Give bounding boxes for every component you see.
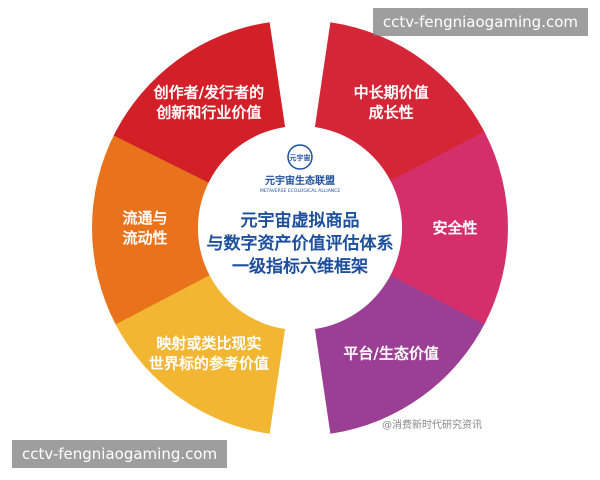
segment-platform-ecosystem: 平台/生态价值 <box>314 273 487 434</box>
center-title: 元宇宙虚拟商品 与数字资产价值评估体系 一级指标六维框架 <box>207 210 394 277</box>
segment-shape <box>314 22 487 183</box>
segment-label-line: 流动性 <box>122 229 167 247</box>
center-title-line-2: 与数字资产价值评估体系 <box>207 233 394 254</box>
logo-name: 元宇宙生态联盟 <box>265 174 335 187</box>
segment-shape <box>92 131 210 325</box>
logo-badge-icon <box>287 144 313 170</box>
segment-security: 安全性 <box>390 131 509 325</box>
segment-label-line: 映射或类比现实 <box>156 334 261 352</box>
segment-label-line: 平台/生态价值 <box>343 344 438 362</box>
watermark-bottom: cctv-fengniaogaming.com <box>12 440 228 468</box>
segment-label-line: 创新和行业价值 <box>155 104 261 122</box>
segment-shape <box>314 273 487 434</box>
center-circle <box>198 126 402 330</box>
source-credit: @消费新时代研究资讯 <box>382 418 482 431</box>
segment-label-line: 创作者/发行者的 <box>153 84 264 102</box>
ring-segments: 平台/生态价值映射或类比现实世界标的参考价值流通与流动性创作者/发行者的创新和行… <box>92 22 509 434</box>
segment-label-line: 世界标的参考价值 <box>149 354 269 372</box>
segment-label-line: 安全性 <box>432 219 477 237</box>
logo-badge-text: 元宇宙 <box>290 153 311 162</box>
segment-shape <box>113 273 286 434</box>
center-title-line-3: 一级指标六维框架 <box>232 256 368 277</box>
segment-label-line: 成长性 <box>369 104 414 122</box>
segment-label-line: 流通与 <box>122 209 167 227</box>
segment-shape <box>390 131 509 325</box>
center-title-line-1: 元宇宙虚拟商品 <box>241 210 360 231</box>
watermark-top: cctv-fengniaogaming.com <box>372 8 588 36</box>
logo-subtitle: METAVERSE ECOLOGICAL ALLIANCE <box>260 188 340 194</box>
segment-label-line: 中长期价值 <box>354 84 429 102</box>
alliance-logo: 元宇宙 元宇宙生态联盟 METAVERSE ECOLOGICAL ALLIANC… <box>260 144 340 194</box>
segment-shape <box>113 22 286 183</box>
